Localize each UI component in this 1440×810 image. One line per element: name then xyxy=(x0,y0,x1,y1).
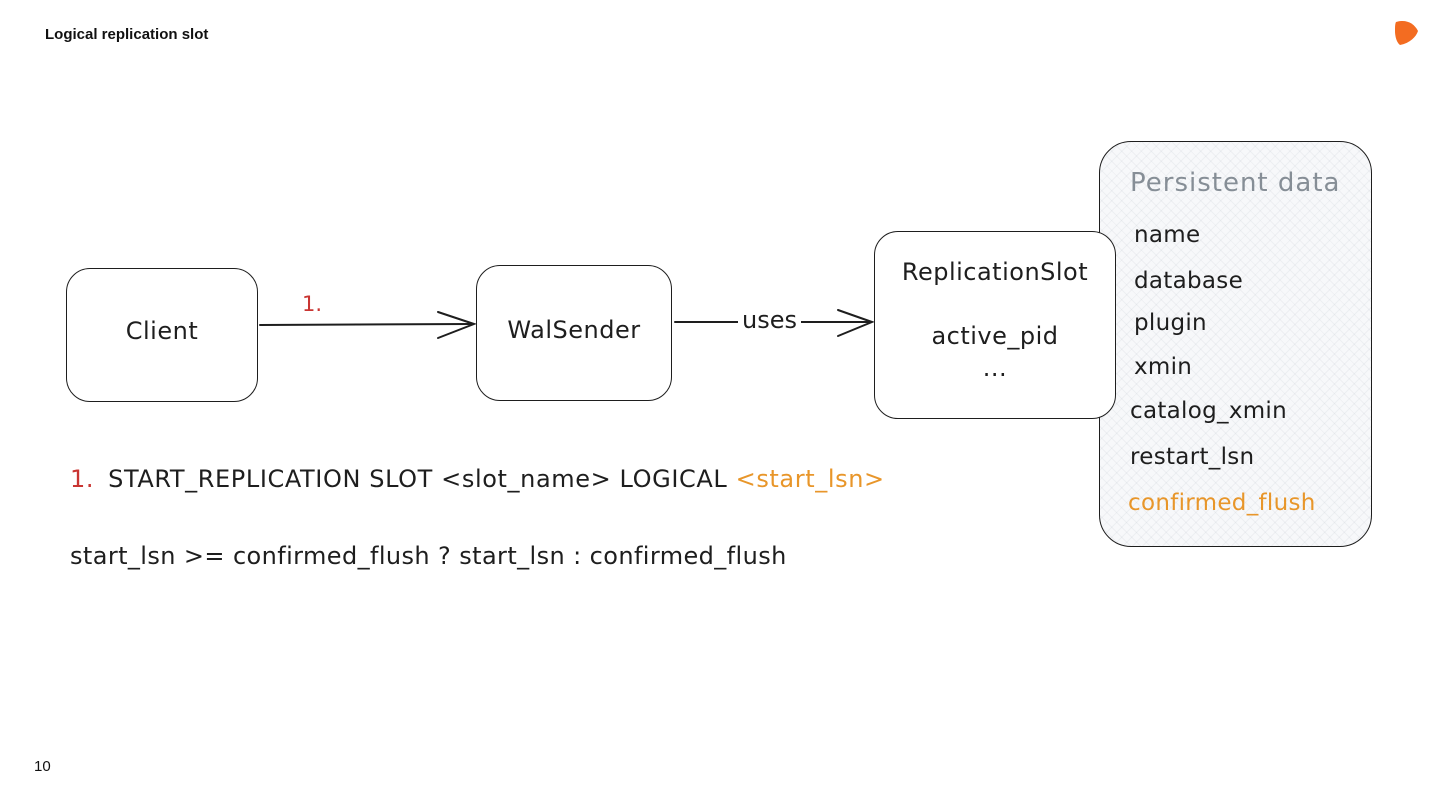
orange-elephant-logo-icon xyxy=(1395,21,1418,45)
start-replication-command: 1. START_REPLICATION SLOT <slot_name> LOG… xyxy=(70,465,885,493)
walsender-label: WalSender xyxy=(507,316,641,344)
command-step-number: 1. xyxy=(70,465,95,493)
persistent-data-node: Persistent data name database plugin xmi… xyxy=(1099,141,1372,547)
uses-label: uses xyxy=(738,306,801,334)
persistent-field-xmin: xmin xyxy=(1134,354,1193,380)
replication-slot-node: ReplicationSlot active_pid ... xyxy=(874,231,1116,419)
slide-title: Logical replication slot xyxy=(45,26,209,43)
persistent-field-name: name xyxy=(1134,222,1201,248)
page-number: 10 xyxy=(34,758,51,775)
client-label: Client xyxy=(125,317,199,345)
persistent-field-confirmed-flush: confirmed_flush xyxy=(1128,490,1316,516)
client-to-walsender-arrow xyxy=(259,311,477,339)
replication-slot-active-pid: active_pid xyxy=(931,322,1059,350)
command-start-lsn-argument: <start_lsn> xyxy=(735,465,885,493)
persistent-field-database: database xyxy=(1134,268,1244,294)
replication-slot-label: ReplicationSlot xyxy=(901,258,1089,286)
step-1-marker: 1. xyxy=(302,292,323,316)
persistent-field-plugin: plugin xyxy=(1134,310,1207,336)
walsender-node: WalSender xyxy=(476,265,672,401)
client-node: Client xyxy=(66,268,258,402)
persistent-data-title: Persistent data xyxy=(1130,168,1341,198)
persistent-field-catalog-xmin: catalog_xmin xyxy=(1130,398,1287,424)
command-text: START_REPLICATION SLOT <slot_name> LOGIC… xyxy=(108,465,728,493)
replication-slot-ellipsis: ... xyxy=(982,354,1008,382)
persistent-field-restart-lsn: restart_lsn xyxy=(1130,444,1255,470)
start-lsn-formula: start_lsn >= confirmed_flush ? start_lsn… xyxy=(70,542,787,570)
